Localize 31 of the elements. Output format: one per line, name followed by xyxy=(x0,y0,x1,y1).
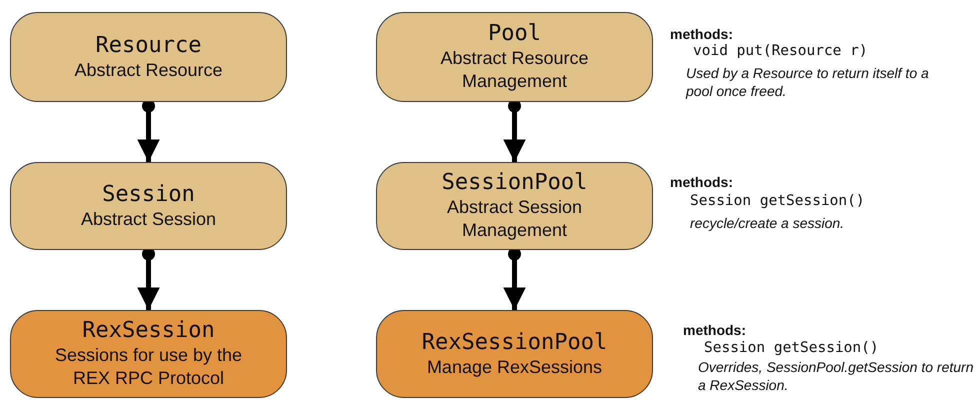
method-description: Overrides, SessionPool.getSession to return a RexSession. xyxy=(698,358,974,394)
methods-heading: methods: xyxy=(670,26,733,42)
class-name: RexSessionPool xyxy=(422,330,608,356)
class-description: Manage RexSessions xyxy=(426,356,602,378)
method-description: Used by a Resource to return itself to a pool once freed. xyxy=(686,64,930,100)
arrow xyxy=(137,248,160,310)
class-description: Sessions for use by the REX RPC Protocol xyxy=(54,344,244,390)
method-description: recycle/create a session. xyxy=(690,214,846,232)
class-name: RexSession xyxy=(82,318,215,344)
arrow xyxy=(503,100,526,162)
class-description: Abstract Session xyxy=(80,208,216,230)
method-signature: void put(Resource r) xyxy=(693,43,868,59)
class-description: Abstract Resource Management xyxy=(439,47,590,93)
method-signature: Session getSession() xyxy=(690,193,865,209)
class-box xyxy=(376,162,653,250)
methods-heading: methods: xyxy=(670,174,733,190)
class-box xyxy=(376,310,653,398)
class-name: SessionPool xyxy=(442,170,588,196)
class-name: Resource xyxy=(96,32,202,58)
class-box xyxy=(10,162,287,250)
class-name: Session xyxy=(102,182,195,208)
method-signature: Session getSession() xyxy=(704,340,879,356)
class-description: Abstract Resource xyxy=(74,58,223,82)
class-description: Abstract Session Management xyxy=(446,196,584,242)
class-box xyxy=(10,12,287,102)
arrow xyxy=(503,248,526,310)
class-box xyxy=(10,310,287,398)
methods-heading: methods: xyxy=(683,322,746,338)
arrow xyxy=(137,100,160,162)
class-name: Pool xyxy=(488,21,541,47)
class-box xyxy=(376,12,653,102)
